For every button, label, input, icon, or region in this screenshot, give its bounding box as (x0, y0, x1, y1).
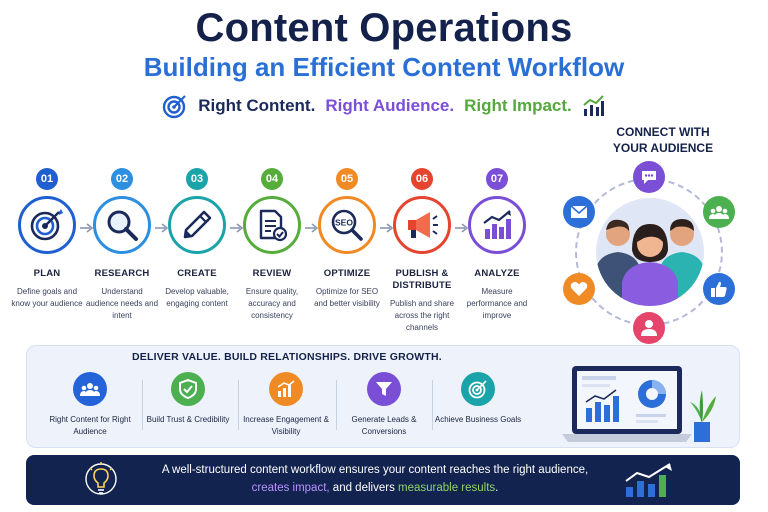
tagline-right-impact: Right Impact. (464, 96, 572, 115)
divider (336, 380, 337, 430)
svg-text:SEO: SEO (335, 218, 353, 228)
chat-bubble-icon (633, 161, 665, 193)
step-desc: Optimize for SEO and better visibility (314, 287, 380, 308)
tagline-right-content: Right Content. (198, 96, 316, 115)
step-review: 04 REVIEW Ensure quality, accuracy and c… (234, 168, 310, 322)
step-icon-ring (18, 196, 76, 254)
tagline-right-audience: Right Audience. (325, 96, 455, 115)
step-analyze: 07 ANALYZE Measure performance and impro… (459, 168, 535, 322)
tagline: Right Content. Right Audience. Right Imp… (0, 93, 768, 119)
audience-title-line1: CONNECT WITH (616, 125, 710, 139)
step-plan: 01 PLAN Define goals and know your audie… (9, 168, 85, 310)
arrow-icon (455, 223, 469, 233)
value-label: Right Content for Right Audience (49, 415, 131, 436)
value-label: Increase Engagement & Visibility (243, 415, 329, 436)
step-number: 06 (411, 168, 433, 190)
value-item: Build Trust & Credibility (136, 372, 240, 426)
value-band-title: DELIVER VALUE. BUILD RELATIONSHIPS. DRIV… (132, 351, 442, 363)
value-label: Build Trust & Credibility (146, 415, 230, 424)
arrow-icon (155, 223, 169, 233)
page-subtitle: Building an Efficient Content Workflow (143, 52, 625, 82)
step-number: 07 (486, 168, 508, 190)
step-number: 02 (111, 168, 133, 190)
step-desc: Ensure quality, accuracy and consistency (245, 287, 299, 320)
step-desc: Understand audience needs and intent (85, 287, 159, 320)
bottom-banner (26, 455, 740, 505)
step-title: RESEARCH (94, 268, 150, 279)
growth-chart-icon (583, 95, 604, 116)
audience-title-line2: YOUR AUDIENCE (612, 141, 714, 155)
step-icon-ring (168, 196, 226, 254)
target-icon (461, 372, 495, 406)
community-icon (703, 196, 735, 228)
bottom-line2-end: . (495, 482, 499, 494)
magnifier-icon (107, 210, 138, 241)
lightbulb-icon (85, 462, 117, 495)
divider (238, 380, 239, 430)
seo-icon: SEO (331, 209, 363, 241)
step-title: CREATE (177, 268, 217, 279)
highlight-measurable-results: measurable results (398, 482, 496, 494)
target-icon (163, 95, 186, 119)
audience-title: CONNECT WITH YOUR AUDIENCE (578, 124, 748, 156)
step-number: 01 (36, 168, 58, 190)
step-title: OPTIMIZE (323, 268, 371, 279)
bottom-line1: A well-structured content workflow ensur… (161, 464, 589, 476)
highlight-creates-impact: creates impact, (251, 482, 330, 494)
target-icon (30, 209, 63, 241)
step-icon-ring (393, 196, 451, 254)
value-label: Achieve Business Goals (434, 415, 522, 424)
step-number: 04 (261, 168, 283, 190)
growth-chart-icon (483, 210, 511, 239)
step-icon-ring: SEO (318, 196, 376, 254)
step-icon-ring (243, 196, 301, 254)
arrow-icon (380, 223, 394, 233)
step-number: 03 (186, 168, 208, 190)
step-title: PLAN (33, 268, 61, 279)
heart-icon (563, 273, 595, 305)
page-title: Content Operations (195, 6, 573, 50)
arrow-icon (80, 223, 94, 233)
step-icon-ring (468, 196, 526, 254)
step-desc: Measure performance and improve (466, 287, 528, 320)
pen-icon (183, 210, 212, 239)
step-desc: Define goals and know your audience (11, 287, 83, 308)
step-desc: Develop valuable, engaging content (165, 287, 229, 308)
growth-chart-icon (625, 463, 672, 497)
thumbs-up-icon (703, 273, 735, 305)
step-publish-distribute: 06 PUBLISH & DISTRIBUTE Publish and shar… (384, 168, 460, 334)
bottom-line2: creates impact, and delivers measurable … (140, 479, 610, 497)
bottom-message: A well-structured content workflow ensur… (140, 461, 610, 497)
value-label: Generate Leads & Conversions (351, 415, 417, 436)
arrow-icon (305, 223, 319, 233)
megaphone-icon (408, 212, 438, 238)
value-item: Generate Leads & Conversions (332, 372, 436, 438)
value-item: Achieve Business Goals (426, 372, 530, 426)
user-icon (633, 312, 665, 344)
group-icon (73, 372, 107, 406)
value-item: Increase Engagement & Visibility (234, 372, 338, 438)
funnel-icon (367, 372, 401, 406)
step-title: PUBLISH & DISTRIBUTE (392, 268, 452, 291)
step-title: ANALYZE (474, 268, 520, 279)
audience-people-illustration (596, 198, 704, 306)
step-icon-ring (93, 196, 151, 254)
divider (142, 380, 143, 430)
document-check-icon (259, 209, 288, 242)
step-title: REVIEW (252, 268, 292, 279)
divider (432, 380, 433, 430)
step-number: 05 (336, 168, 358, 190)
email-icon (563, 196, 595, 228)
value-item: Right Content for Right Audience (38, 372, 142, 438)
step-desc: Publish and share across the right chann… (389, 299, 455, 332)
shield-check-icon (171, 372, 205, 406)
step-optimize: 05 SEO OPTIMIZE Optimize for SEO and bet… (309, 168, 385, 310)
step-research: 02 RESEARCH Understand audience needs an… (84, 168, 160, 322)
arrow-icon (230, 223, 244, 233)
step-create: 03 CREATE Develop valuable, engaging con… (159, 168, 235, 310)
bottom-line2-mid: and delivers (329, 482, 399, 494)
bar-growth-icon (269, 372, 303, 406)
laptop-dashboard-illustration (562, 366, 716, 442)
